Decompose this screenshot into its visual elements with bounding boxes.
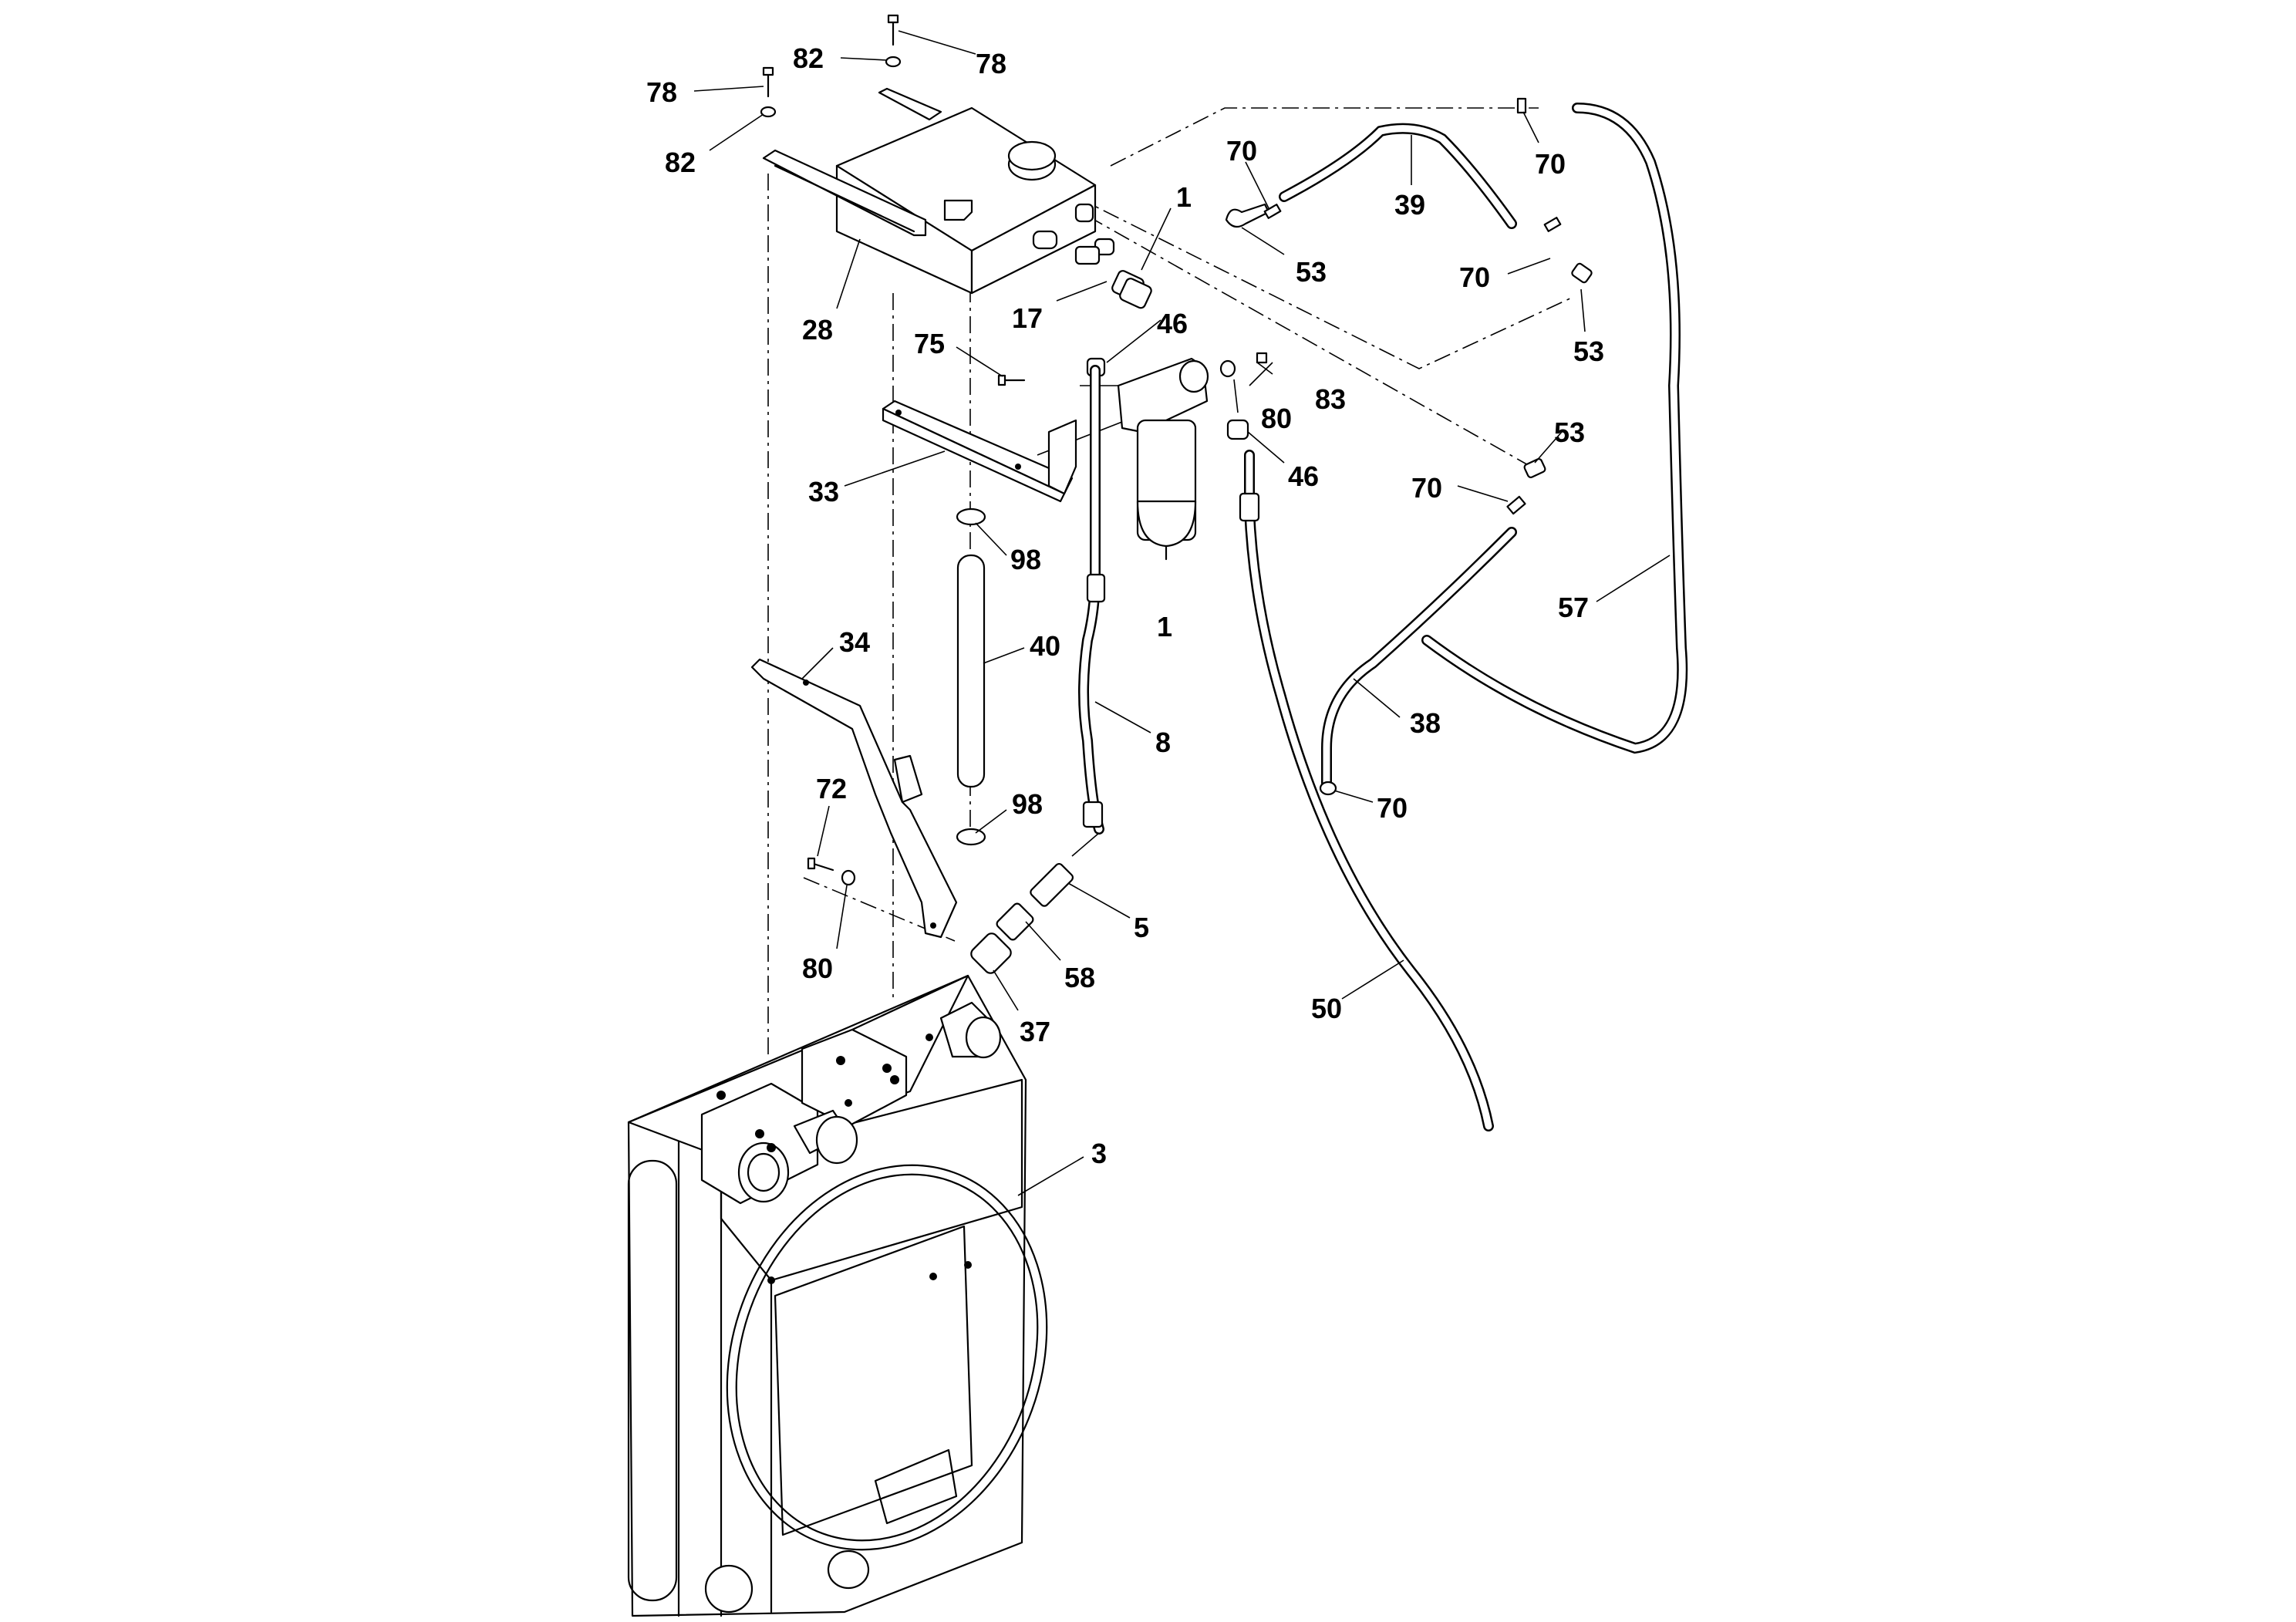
callout-1: 1 bbox=[1176, 181, 1192, 213]
callout-34: 34 bbox=[839, 626, 870, 658]
callout-1: 1 bbox=[1157, 611, 1172, 642]
callout-37: 37 bbox=[1020, 1016, 1050, 1047]
bracket-33 bbox=[882, 400, 1077, 503]
callout-57: 57 bbox=[1558, 592, 1589, 623]
bracket-34 bbox=[750, 658, 958, 939]
callout-78: 78 bbox=[976, 48, 1006, 79]
callout-50: 50 bbox=[1311, 993, 1342, 1024]
callout-70: 70 bbox=[1459, 261, 1490, 293]
fittings-46 bbox=[1086, 238, 1268, 440]
callout-17: 17 bbox=[1012, 302, 1043, 334]
hose-57 bbox=[1421, 103, 1688, 754]
hose-8 bbox=[1078, 365, 1106, 835]
hose-50 bbox=[1239, 450, 1494, 1131]
callout-3: 3 bbox=[1091, 1138, 1107, 1169]
callout-82: 82 bbox=[793, 42, 824, 74]
callout-46: 46 bbox=[1157, 308, 1188, 339]
callout-53: 53 bbox=[1573, 336, 1604, 367]
bolt-75 bbox=[997, 374, 1026, 386]
callout-98: 98 bbox=[1012, 788, 1043, 820]
callout-70: 70 bbox=[1411, 472, 1442, 504]
callout-70: 70 bbox=[1535, 148, 1566, 180]
callout-70: 70 bbox=[1226, 135, 1257, 167]
callout-40: 40 bbox=[1030, 630, 1060, 662]
fitting-17 bbox=[1074, 245, 1152, 309]
bolt-78-left bbox=[760, 66, 777, 118]
callout-82: 82 bbox=[665, 147, 696, 178]
expansion-tank bbox=[762, 87, 1097, 295]
callout-46: 46 bbox=[1288, 460, 1319, 492]
callout-70: 70 bbox=[1377, 792, 1408, 824]
callout-8: 8 bbox=[1155, 727, 1171, 758]
callout-80: 80 bbox=[802, 953, 833, 984]
callout-38: 38 bbox=[1410, 707, 1441, 739]
callout-39: 39 bbox=[1394, 189, 1425, 221]
radiator-assembly bbox=[627, 974, 1048, 1617]
leader-lines bbox=[693, 30, 1671, 1196]
callout-78: 78 bbox=[646, 76, 677, 108]
callout-58: 58 bbox=[1064, 962, 1095, 993]
callout-33: 33 bbox=[808, 476, 839, 508]
hose-39 bbox=[1225, 123, 1517, 229]
callout-72: 72 bbox=[816, 773, 847, 804]
bolt-78-top bbox=[885, 14, 902, 68]
callout-labels: 78 82 78 82 1 70 39 70 53 70 53 28 17 46… bbox=[646, 42, 1604, 1169]
callout-53: 53 bbox=[1296, 256, 1327, 288]
callout-28: 28 bbox=[802, 314, 833, 346]
hose-40 bbox=[956, 508, 986, 846]
inline-parts bbox=[970, 832, 1100, 974]
bolt-72 bbox=[807, 857, 856, 886]
hose-38 bbox=[1319, 527, 1517, 796]
callout-80: 80 bbox=[1261, 403, 1292, 434]
callout-98: 98 bbox=[1010, 544, 1041, 575]
callout-53: 53 bbox=[1554, 416, 1585, 448]
fittings-53 bbox=[1523, 262, 1593, 479]
clamps-70 bbox=[1263, 97, 1562, 515]
fuel-filter bbox=[1117, 357, 1209, 561]
callout-83: 83 bbox=[1315, 383, 1346, 415]
callout-75: 75 bbox=[914, 328, 945, 359]
callout-5: 5 bbox=[1134, 912, 1149, 943]
